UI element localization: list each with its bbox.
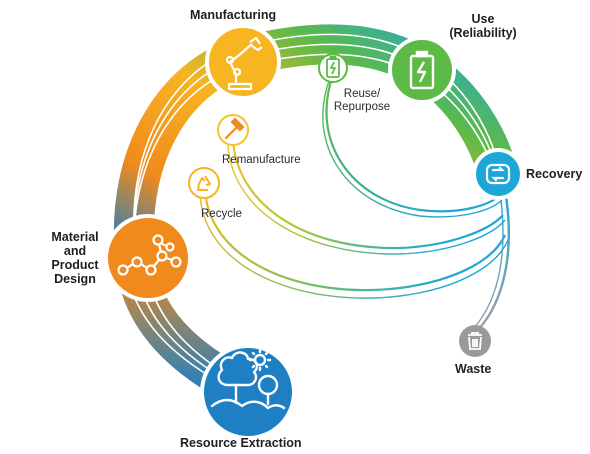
use-label-line2: (Reliability) — [449, 26, 517, 40]
manufacturing-node — [205, 24, 281, 100]
remanufacture-badge — [217, 114, 249, 146]
reuse-loop — [325, 74, 501, 213]
recovery-cycle-icon — [485, 163, 511, 185]
resource-extraction-node — [200, 344, 296, 440]
molecule-icon — [117, 234, 182, 276]
use-label: Use (Reliability) — [438, 12, 528, 40]
recovery-node — [472, 148, 524, 200]
material-label-line4: Design — [54, 272, 96, 286]
remanufacture-loop — [231, 129, 504, 250]
waste-label: Waste — [455, 362, 492, 376]
recycle-loop — [203, 184, 507, 292]
trash-can-icon — [468, 332, 482, 350]
material-label-line1: Material — [51, 230, 99, 244]
recycle-label: Recycle — [201, 208, 242, 220]
reuse-label-line1: Reuse/ — [343, 88, 381, 100]
remanufacture-label: Remanufacture — [222, 154, 301, 166]
manufacturing-label: Manufacturing — [190, 8, 277, 22]
hammer-icon — [224, 117, 245, 140]
material-design-node — [104, 214, 192, 302]
robot-arm-icon — [225, 36, 263, 91]
battery-charging-icon — [409, 50, 435, 90]
return-loops — [199, 74, 510, 331]
waste-node — [459, 325, 491, 357]
reuse-label: Reuse/ Repurpose — [325, 88, 399, 114]
recycle-icon — [197, 175, 211, 191]
material-label-line2: and — [63, 244, 87, 258]
recovery-label: Recovery — [526, 167, 583, 181]
trees-gear-icon — [210, 348, 286, 410]
recycle-badge — [188, 167, 220, 199]
resource-extraction-label: Resource Extraction — [180, 436, 302, 450]
use-node — [388, 36, 456, 104]
reuse-badge — [318, 53, 348, 83]
material-design-label: Material and Product Design — [46, 230, 104, 286]
battery-charging-icon — [326, 55, 340, 78]
material-label-line3: Product — [51, 258, 99, 272]
reuse-label-line2: Repurpose — [333, 101, 391, 113]
waste-line — [477, 189, 510, 331]
use-label-line1: Use — [471, 12, 495, 26]
